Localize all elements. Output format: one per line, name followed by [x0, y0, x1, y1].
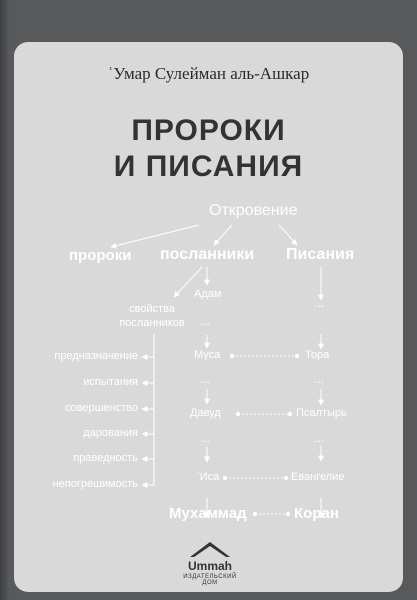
ellipsis: ...	[200, 431, 211, 445]
ellipsis: ...	[314, 431, 325, 445]
arrow-to-messengers	[213, 224, 233, 246]
arrow-to-attributes	[173, 266, 203, 298]
ellipsis: ...	[200, 372, 211, 386]
messenger-name: Мухаммад	[169, 505, 247, 522]
attribute-item: непогрешимость	[52, 478, 138, 490]
scripture-name: Евангелие	[291, 471, 345, 483]
attribute-item: испытания	[83, 376, 138, 388]
messenger-name: Адам	[194, 288, 222, 300]
ellipsis: ...	[314, 372, 325, 386]
attribute-item: предназначение	[54, 350, 138, 362]
ellipsis: ...	[200, 314, 211, 328]
book-title-line2: И ПИСАНИЯ	[113, 150, 304, 183]
prophets-label: пророки	[69, 247, 132, 264]
attribute-item: совершенство	[64, 402, 138, 414]
publisher-logo-word: Ummah	[187, 559, 232, 573]
cover-panel: ʿУмар Сулейман аль-Ашкар ПРОРОКИ И ПИСАН…	[14, 42, 403, 592]
arrow-to-scriptures	[278, 224, 298, 246]
house-roof-icon	[190, 542, 230, 557]
author-name: ʿУмар Сулейман аль-Ашкар	[107, 64, 310, 83]
scripture-name: Тора	[305, 349, 330, 361]
attribute-item: праведность	[73, 452, 138, 464]
messenger-name: Давуд	[190, 407, 221, 419]
publisher-logo: Ummah ИЗДАТЕЛЬСКИЙ ДОМ	[175, 539, 245, 589]
ellipsis: ...	[314, 296, 325, 310]
scriptures-label: Писания	[286, 246, 355, 263]
messengers-label: посланники	[160, 246, 255, 263]
messenger-name: Муса	[194, 349, 221, 361]
arrow-to-prophets	[110, 224, 200, 249]
book-title-line1: ПРОРОКИ	[131, 114, 286, 147]
scripture-name: Псалтырь	[296, 407, 347, 419]
scripture-name: Коран	[294, 505, 339, 522]
publisher-logo-subtitle: ИЗДАТЕЛЬСКИЙ ДОМ	[183, 574, 237, 586]
revelation-label: Откровение	[209, 202, 298, 219]
messenger-name: ʿИса	[196, 471, 220, 483]
attributes-heading: свойства посланников	[119, 303, 185, 329]
attribute-item: дарования	[83, 427, 138, 439]
revelation-diagram	[110, 224, 324, 519]
spine-shadow	[0, 0, 10, 600]
